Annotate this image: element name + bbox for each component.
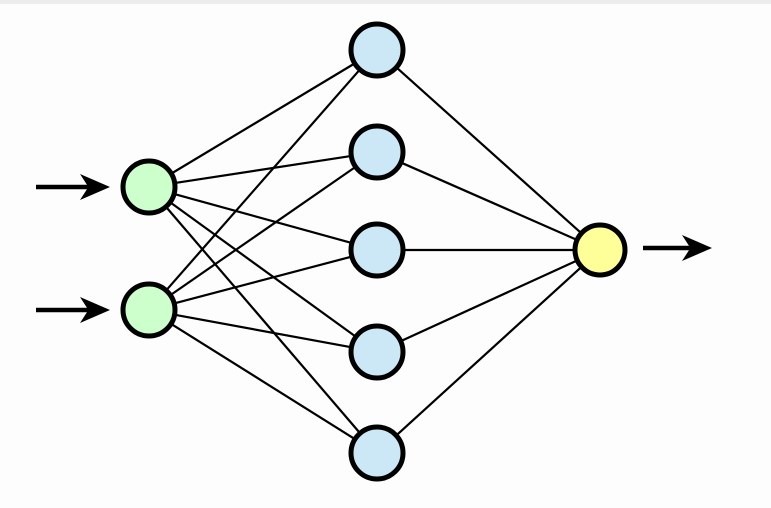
edge-hidden-2-to-output-1	[398, 160, 580, 242]
edge-input-1-to-hidden-3	[171, 192, 355, 245]
node-hidden-2[interactable]	[348, 123, 406, 181]
node-hidden-4[interactable]	[348, 323, 406, 381]
arrows-group	[36, 174, 712, 323]
input-arrow-1-head	[80, 174, 110, 200]
edge-input-2-to-hidden-3	[172, 255, 354, 305]
input-arrow-2-head	[80, 297, 110, 323]
node-output-1[interactable]	[572, 222, 628, 278]
input-arrow-1-icon	[36, 174, 110, 200]
node-hidden-5[interactable]	[348, 424, 406, 482]
node-input-1[interactable]	[120, 158, 178, 216]
output-arrow-1-icon	[643, 235, 712, 261]
top-strip	[0, 0, 771, 4]
edge-input-2-to-hidden-4	[172, 313, 354, 349]
node-hidden-3[interactable]	[348, 221, 406, 279]
edge-input-1-to-hidden-2	[172, 154, 354, 185]
edge-hidden-5-to-output-1	[394, 265, 584, 438]
node-input-2[interactable]	[120, 281, 178, 339]
edges-group	[164, 61, 584, 441]
edge-input-1-to-hidden-1	[169, 61, 357, 176]
node-hidden-1[interactable]	[348, 21, 406, 79]
output-arrow-1-head	[682, 235, 712, 261]
edge-input-1-to-hidden-4	[168, 200, 358, 339]
input-arrow-2-icon	[36, 297, 110, 323]
edge-input-1-to-hidden-5	[164, 204, 362, 436]
nodes-group	[120, 21, 628, 482]
edge-hidden-1-to-output-1	[394, 65, 584, 236]
edge-hidden-4-to-output-1	[398, 258, 580, 343]
edge-input-2-to-hidden-1	[164, 67, 362, 293]
edge-input-2-to-hidden-2	[168, 165, 358, 297]
edge-input-2-to-hidden-5	[169, 322, 357, 441]
